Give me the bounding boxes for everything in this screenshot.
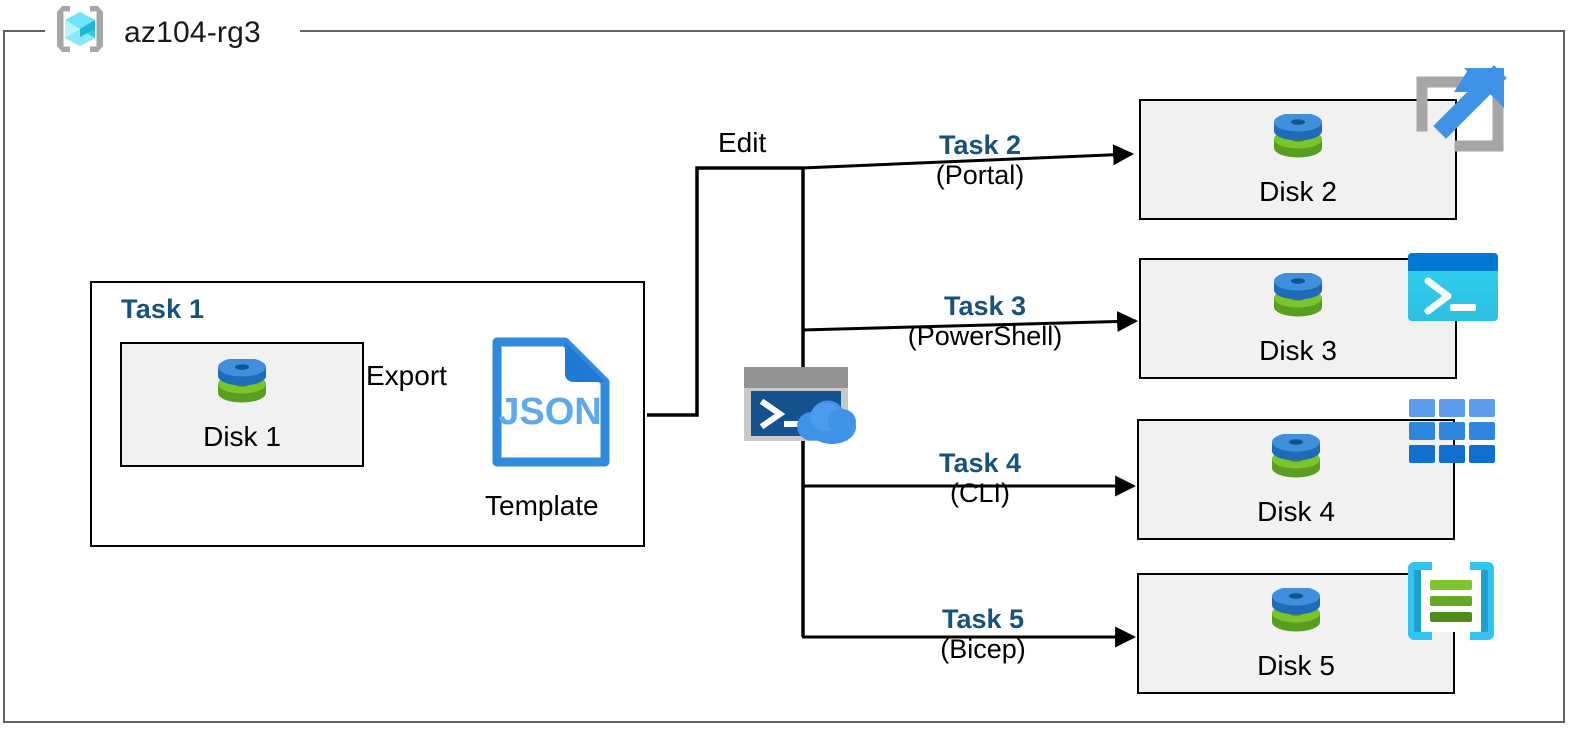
task-4-label-group: Task 4 (CLI) <box>860 448 1100 508</box>
disk-2-label: Disk 2 <box>1259 175 1337 207</box>
managed-disk-icon <box>1265 587 1327 648</box>
json-file-icon: JSON <box>489 334 613 470</box>
disk-1-box[interactable]: Disk 1 <box>120 342 364 467</box>
powershell-icon <box>1406 251 1500 323</box>
svg-text:JSON: JSON <box>498 391 601 433</box>
managed-disk-icon <box>1267 272 1329 333</box>
task-1-title: Task 1 <box>121 294 205 324</box>
resource-group-boundary <box>3 30 1565 723</box>
resource-group-title: az104-rg3 <box>48 2 261 64</box>
task-5-tool: (Bicep) <box>940 634 1026 665</box>
disk-3-box[interactable]: Disk 3 <box>1139 258 1457 379</box>
resource-group-icon <box>48 2 112 64</box>
template-label: Template <box>485 490 599 521</box>
disk-4-box[interactable]: Disk 4 <box>1137 419 1455 540</box>
resource-group-border-left <box>3 30 45 32</box>
resource-group-border-right <box>300 30 1565 32</box>
cloud-shell-icon <box>744 367 862 445</box>
task-4-tool: (CLI) <box>950 478 1010 509</box>
task-5-label-group: Task 5 (Bicep) <box>858 604 1108 664</box>
task-2-tool: (Portal) <box>935 160 1025 191</box>
task-3-label-group: Task 3 (PowerShell) <box>855 291 1115 351</box>
task-3-title: Task 3 <box>943 291 1027 321</box>
resource-group-name: az104-rg3 <box>124 16 261 49</box>
azure-portal-icon <box>1408 64 1512 164</box>
task-4-title: Task 4 <box>938 448 1022 478</box>
task-3-tool: (PowerShell) <box>907 321 1063 352</box>
export-label: Export <box>366 360 447 391</box>
branch-arrow-task-2 <box>801 144 1135 170</box>
edit-label: Edit <box>718 127 767 158</box>
task-2-label-group: Task 2 (Portal) <box>860 130 1100 190</box>
disk-5-label: Disk 5 <box>1257 649 1335 681</box>
managed-disk-icon <box>211 358 273 419</box>
managed-disk-icon <box>1267 113 1329 174</box>
disk-1-label: Disk 1 <box>203 420 281 452</box>
disk-2-box[interactable]: Disk 2 <box>1139 99 1457 220</box>
managed-disk-icon <box>1265 433 1327 494</box>
disk-4-label: Disk 4 <box>1257 495 1335 527</box>
branch-arrow-task-3 <box>801 311 1139 333</box>
template-to-edit-connector <box>647 166 803 417</box>
task-5-title: Task 5 <box>941 604 1025 634</box>
bicep-icon <box>1404 558 1498 648</box>
task-2-title: Task 2 <box>938 130 1022 160</box>
disk-5-box[interactable]: Disk 5 <box>1137 573 1455 694</box>
disk-3-label: Disk 3 <box>1259 334 1337 366</box>
azure-cli-icon <box>1407 397 1497 465</box>
